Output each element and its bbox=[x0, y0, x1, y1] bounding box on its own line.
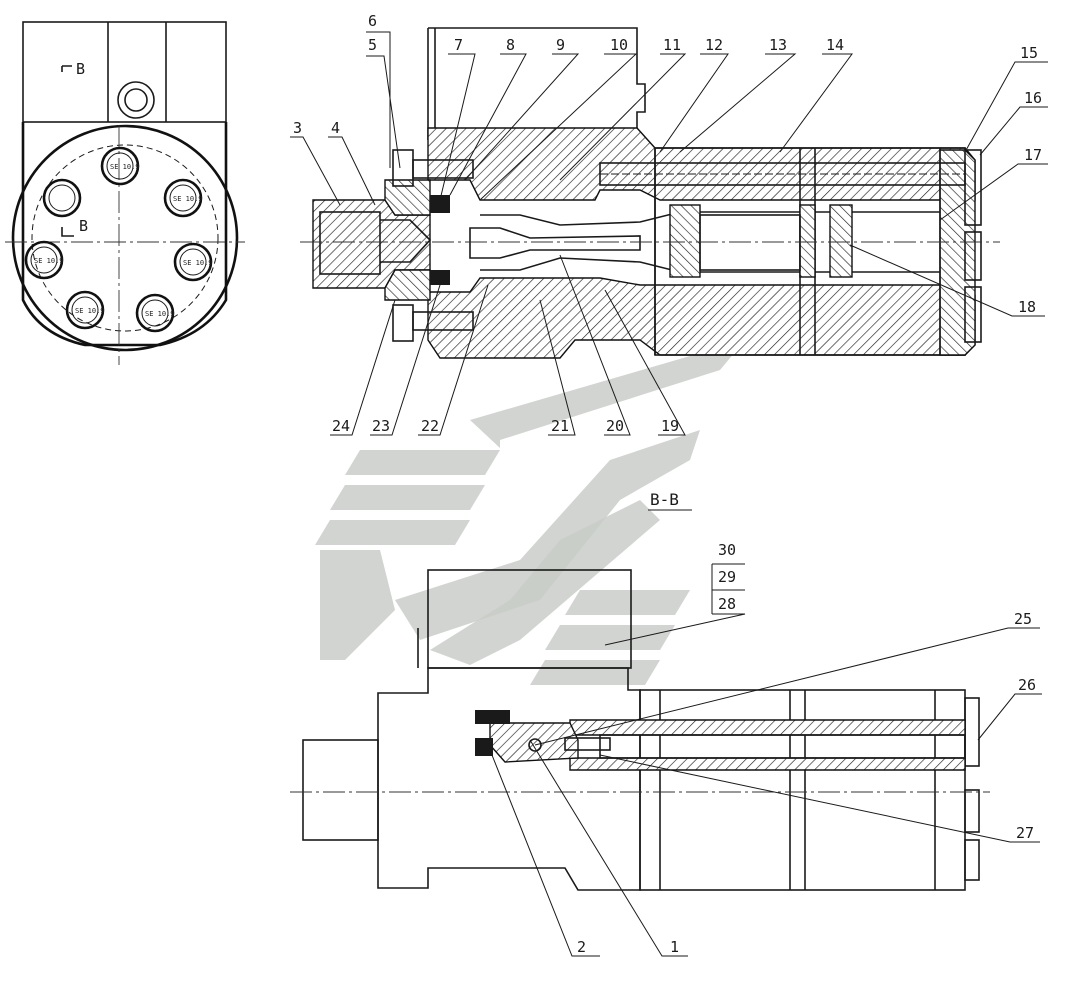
end-view: B B SE 10.9 SE 10.9 SE 10.9 SE 10.9 SE 1… bbox=[5, 21, 245, 365]
bolt-head-7 bbox=[42, 178, 82, 218]
label-14: 14 bbox=[826, 36, 844, 54]
leaders-top: 3 4 6 5 7 8 9 10 11 12 13 14 15 16 17 18 bbox=[290, 12, 1048, 317]
label-22: 22 bbox=[421, 417, 439, 435]
section-marker-b-lower: B bbox=[79, 217, 88, 235]
section-marker-b: B bbox=[76, 60, 85, 78]
label-15: 15 bbox=[1020, 44, 1038, 62]
svg-text:SE 10.9: SE 10.9 bbox=[110, 163, 140, 171]
label-29: 29 bbox=[718, 568, 736, 586]
label-9: 9 bbox=[556, 36, 565, 54]
label-27: 27 bbox=[1016, 824, 1034, 842]
label-4: 4 bbox=[331, 119, 340, 137]
label-26: 26 bbox=[1018, 676, 1036, 694]
bolt-head-5: SE 10.9 bbox=[65, 290, 105, 330]
label-20: 20 bbox=[606, 417, 624, 435]
label-10: 10 bbox=[610, 36, 628, 54]
label-2: 2 bbox=[577, 938, 586, 956]
svg-text:SE 10.9: SE 10.9 bbox=[173, 195, 203, 203]
bolt-head-4: SE 10.9 bbox=[135, 293, 175, 333]
label-21: 21 bbox=[551, 417, 569, 435]
label-18: 18 bbox=[1018, 298, 1036, 316]
leaders-bottom: 24 23 22 21 20 19 bbox=[330, 254, 686, 436]
svg-text:SE 10.9: SE 10.9 bbox=[183, 259, 213, 267]
label-1: 1 bbox=[670, 938, 679, 956]
label-28: 28 bbox=[718, 595, 736, 613]
main-section-view bbox=[300, 27, 1000, 359]
label-16: 16 bbox=[1024, 89, 1042, 107]
section-b-b-view: B-B bbox=[290, 490, 990, 891]
bolt-head-3: SE 10.9 bbox=[173, 242, 213, 282]
label-13: 13 bbox=[769, 36, 787, 54]
label-6: 6 bbox=[368, 12, 377, 30]
label-24: 24 bbox=[332, 417, 350, 435]
label-8: 8 bbox=[506, 36, 515, 54]
label-7: 7 bbox=[454, 36, 463, 54]
label-25: 25 bbox=[1014, 610, 1032, 628]
bolt-head-1: SE 10.9 bbox=[100, 146, 140, 186]
label-17: 17 bbox=[1024, 146, 1042, 164]
label-3: 3 bbox=[293, 119, 302, 137]
svg-text:SE 10.9: SE 10.9 bbox=[145, 310, 175, 318]
svg-text:SE 10.9: SE 10.9 bbox=[34, 257, 64, 265]
label-23: 23 bbox=[372, 417, 390, 435]
leaders-section: 30 29 28 25 26 27 2 1 bbox=[489, 541, 1042, 957]
end-view-mount-block bbox=[22, 21, 227, 123]
svg-text:SE 10.9: SE 10.9 bbox=[75, 307, 105, 315]
label-11: 11 bbox=[663, 36, 681, 54]
section-title: B-B bbox=[650, 490, 679, 509]
bolt-head-6: SE 10.9 bbox=[24, 240, 64, 280]
label-30: 30 bbox=[718, 541, 736, 559]
label-5: 5 bbox=[368, 36, 377, 54]
label-12: 12 bbox=[705, 36, 723, 54]
label-19: 19 bbox=[661, 417, 679, 435]
bolt-head-2: SE 10.9 bbox=[163, 178, 203, 218]
watermark-logo bbox=[315, 340, 745, 685]
